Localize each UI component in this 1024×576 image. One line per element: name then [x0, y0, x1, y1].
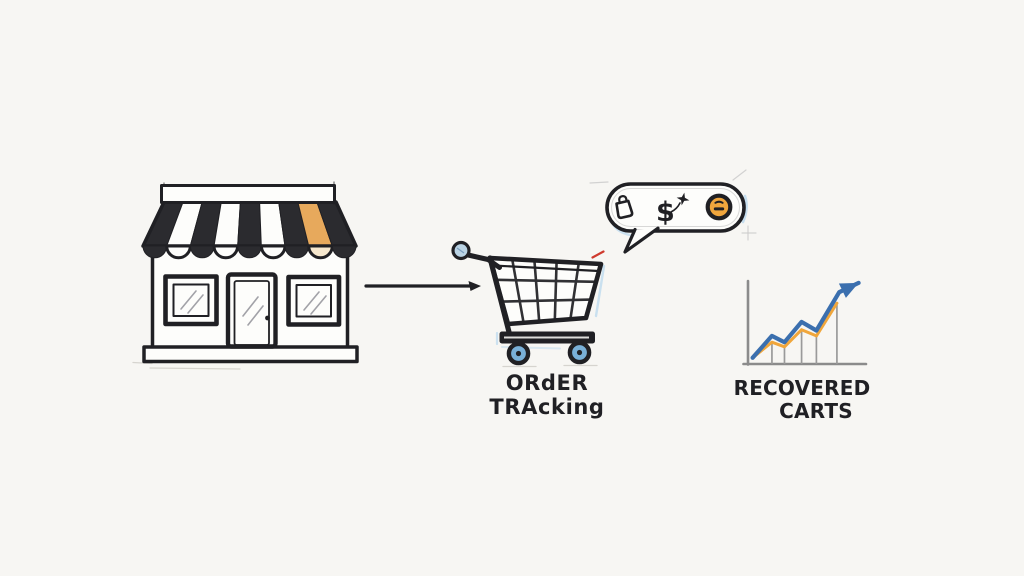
store-door	[225, 272, 278, 349]
sketch-red-accent	[591, 250, 605, 259]
recovered-carts-label: RECOVERED CARTS	[732, 377, 872, 423]
cart-wheel-left	[506, 341, 531, 366]
door-knob	[265, 315, 270, 321]
dollar-sparkle-icon: $	[656, 192, 690, 228]
recovered-trend-blue	[750, 280, 861, 360]
cart-basket-grid	[494, 257, 598, 325]
recovered-carts-line2: CARTS	[779, 399, 853, 423]
store-base	[142, 345, 359, 364]
flow-arrow	[364, 281, 481, 291]
order-tracking-label: ORdER TRAcking	[489, 371, 605, 419]
store-awning	[141, 200, 358, 260]
recovered-carts-chart	[742, 279, 868, 366]
storefront-illustration	[132, 181, 359, 370]
baseline-trend-orange	[751, 301, 839, 360]
shopping-cart-illustration	[451, 240, 606, 368]
store-window-right	[286, 274, 342, 327]
chart-arrowhead	[838, 282, 859, 298]
dollar-sign: $	[656, 197, 675, 228]
coin-face-icon	[705, 193, 733, 221]
chart-lines	[750, 280, 861, 364]
sparkle-icon	[676, 192, 690, 206]
notification-bubble: $	[589, 169, 757, 254]
cart-handle-knob	[451, 240, 471, 261]
recovered-carts-line1: RECOVERED	[733, 376, 871, 400]
flow-arrowhead	[468, 281, 481, 291]
speech-bubble-tail	[623, 226, 660, 254]
cart-wheel-right	[567, 340, 592, 365]
store-roof-bar	[160, 181, 336, 205]
speech-bubble	[605, 182, 746, 233]
shopping-bag-icon	[615, 195, 634, 220]
store-window-left	[163, 274, 219, 327]
